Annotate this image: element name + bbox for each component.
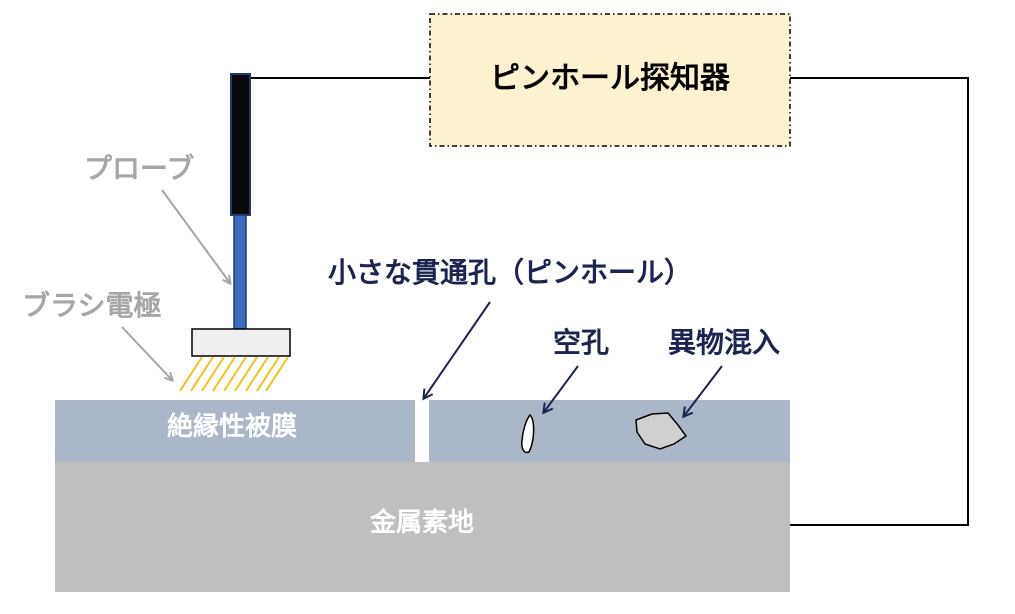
- probe-arrow: [161, 189, 230, 283]
- insulating-coating-right: [429, 400, 790, 462]
- brush-electrode-label: ブラシ電極: [22, 289, 161, 322]
- pinhole-detector-box: ピンホール探知器: [429, 13, 791, 147]
- pinhole-label: 小さな貫通孔（ピンホール）: [328, 256, 692, 289]
- probe-label: プローブ: [84, 152, 194, 185]
- metal-substrate: [55, 462, 790, 592]
- coating-label: 絶縁性被膜: [167, 411, 297, 442]
- inclusion-arrow: [684, 365, 723, 416]
- circuit-wire: [250, 77, 969, 526]
- void-label: 空孔: [553, 326, 609, 359]
- pinhole-arrow: [424, 301, 491, 398]
- inclusion-label: 異物混入: [668, 326, 780, 359]
- brush-electrode-arrow: [121, 326, 172, 380]
- insulating-coating-left: [55, 400, 415, 462]
- probe-handle: [230, 73, 251, 216]
- void-shape: [521, 413, 535, 454]
- detector-label: ピンホール探知器: [490, 61, 731, 96]
- probe: [179, 73, 291, 392]
- brush-bristles: [179, 356, 289, 392]
- probe-shaft: [233, 214, 247, 330]
- inclusion-shape: [635, 412, 688, 450]
- substrate-label: 金属素地: [369, 507, 474, 538]
- void-arrow: [544, 365, 579, 412]
- brush-head: [191, 328, 291, 357]
